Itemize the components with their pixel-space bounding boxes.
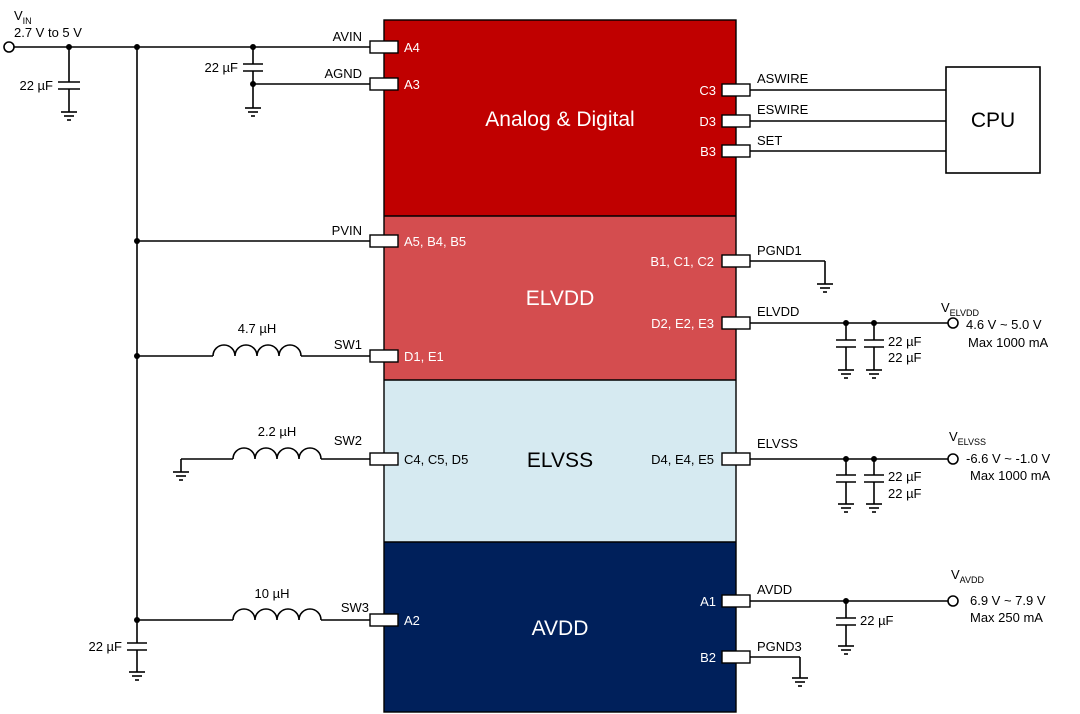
cap-elvdd-2: 22 µF bbox=[888, 350, 922, 365]
avdd-terminal bbox=[947, 595, 959, 607]
cap-elvdd-1: 22 µF bbox=[888, 334, 922, 349]
cap-bottom-label: 22 µF bbox=[88, 639, 122, 654]
pin-d3-label: D3 bbox=[699, 114, 716, 129]
v-elvss-symbol: V bbox=[949, 429, 958, 444]
junction-dot bbox=[134, 44, 140, 50]
inductor-l1-label: 4.7 µH bbox=[238, 321, 277, 336]
pin-d1-label: D1, E1 bbox=[404, 349, 444, 364]
cap-elvss-1: 22 µF bbox=[888, 469, 922, 484]
v-elvdd-range: 4.6 V ~ 5.0 V bbox=[966, 317, 1042, 332]
sw3-label: SW3 bbox=[341, 600, 369, 615]
pin-c4-label: C4, C5, D5 bbox=[404, 452, 468, 467]
elvdd-net-label: ELVDD bbox=[757, 304, 799, 319]
vin-label: VIN bbox=[14, 8, 32, 26]
pin-a4-label: A4 bbox=[404, 40, 420, 55]
pin-b3-label: B3 bbox=[700, 144, 716, 159]
avdd-block bbox=[384, 542, 736, 712]
pin-a2 bbox=[369, 613, 399, 627]
pin-b3 bbox=[721, 144, 751, 158]
pin-b2 bbox=[721, 650, 751, 664]
inductor-l2-label: 2.2 µH bbox=[258, 424, 297, 439]
pin-a3-label: A3 bbox=[404, 77, 420, 92]
pin-a4 bbox=[369, 40, 399, 54]
elvdd-block bbox=[384, 216, 736, 380]
cpu-label: CPU bbox=[971, 109, 1015, 132]
eswire-label: ESWIRE bbox=[757, 102, 809, 117]
block-title-elvdd: ELVDD bbox=[526, 287, 594, 310]
pin-d4-label: D4, E4, E5 bbox=[651, 452, 714, 467]
elvss-block bbox=[384, 380, 736, 542]
vin-symbol: V bbox=[14, 8, 23, 23]
pin-b2-label: B2 bbox=[700, 650, 716, 665]
ic-outline bbox=[383, 19, 737, 713]
pin-a1 bbox=[721, 594, 751, 608]
v-avdd-range: 6.9 V ~ 7.9 V bbox=[970, 593, 1046, 608]
pin-c4 bbox=[369, 452, 399, 466]
v-elvdd-label: VELVDD bbox=[941, 300, 980, 318]
pin-d2-label: D2, E2, E3 bbox=[651, 316, 714, 331]
pin-d2 bbox=[721, 316, 751, 330]
pin-d3 bbox=[721, 114, 751, 128]
inductor-l3 bbox=[232, 608, 322, 621]
inductor-l3-label: 10 µH bbox=[255, 586, 290, 601]
cap-avdd: 22 µF bbox=[860, 613, 894, 628]
pgnd3-label: PGND3 bbox=[757, 639, 802, 654]
pvin-label: PVIN bbox=[332, 223, 362, 238]
inductor-l2 bbox=[232, 447, 322, 460]
v-avdd-max: Max 250 mA bbox=[970, 610, 1043, 625]
v-avdd-symbol: V bbox=[951, 567, 960, 582]
agnd-label: AGND bbox=[324, 66, 362, 81]
vin-subscript: IN bbox=[23, 16, 32, 26]
cpu-box bbox=[945, 66, 1041, 174]
v-elvss-range: -6.6 V ~ -1.0 V bbox=[966, 451, 1051, 466]
cap-elvss-2: 22 µF bbox=[888, 486, 922, 501]
avdd-net-label: AVDD bbox=[757, 582, 792, 597]
avin-label: AVIN bbox=[333, 29, 362, 44]
v-avdd-label: VAVDD bbox=[951, 567, 985, 585]
sw2-label: SW2 bbox=[334, 433, 362, 448]
pin-c3-label: C3 bbox=[699, 83, 716, 98]
pin-a2-label: A2 bbox=[404, 613, 420, 628]
v-elvss-subscript: ELVSS bbox=[958, 437, 986, 447]
block-title-avdd: AVDD bbox=[532, 617, 589, 640]
aswire-label: ASWIRE bbox=[757, 71, 809, 86]
v-elvss-max: Max 1000 mA bbox=[970, 468, 1051, 483]
set-label: SET bbox=[757, 133, 782, 148]
pin-d4 bbox=[721, 452, 751, 466]
pin-c3 bbox=[721, 83, 751, 97]
v-avdd-subscript: AVDD bbox=[960, 575, 985, 585]
block-title-elvss: ELVSS bbox=[527, 449, 593, 472]
analog-digital-block bbox=[384, 20, 736, 216]
sw1-label: SW1 bbox=[334, 337, 362, 352]
pin-d1 bbox=[369, 349, 399, 363]
inductor-l1 bbox=[212, 344, 302, 357]
v-elvss-label: VELVSS bbox=[949, 429, 986, 447]
pin-b1 bbox=[721, 254, 751, 268]
pin-a3 bbox=[369, 77, 399, 91]
vin-range: 2.7 V to 5 V bbox=[14, 25, 82, 40]
block-title-analog: Analog & Digital bbox=[485, 108, 634, 131]
pin-b1-label: B1, C1, C2 bbox=[650, 254, 714, 269]
pgnd1-label: PGND1 bbox=[757, 243, 802, 258]
v-elvdd-max: Max 1000 mA bbox=[968, 335, 1049, 350]
v-elvdd-symbol: V bbox=[941, 300, 950, 315]
cap-vin-label: 22 µF bbox=[19, 78, 53, 93]
pin-a1-label: A1 bbox=[700, 594, 716, 609]
elvss-net-label: ELVSS bbox=[757, 436, 798, 451]
cap-avin-label: 22 µF bbox=[204, 60, 238, 75]
vin-terminal bbox=[3, 41, 15, 53]
elvdd-terminal bbox=[947, 317, 959, 329]
v-elvdd-subscript: ELVDD bbox=[950, 308, 980, 318]
pin-a5-label: A5, B4, B5 bbox=[404, 234, 466, 249]
pin-a5 bbox=[369, 234, 399, 248]
elvss-terminal bbox=[947, 453, 959, 465]
